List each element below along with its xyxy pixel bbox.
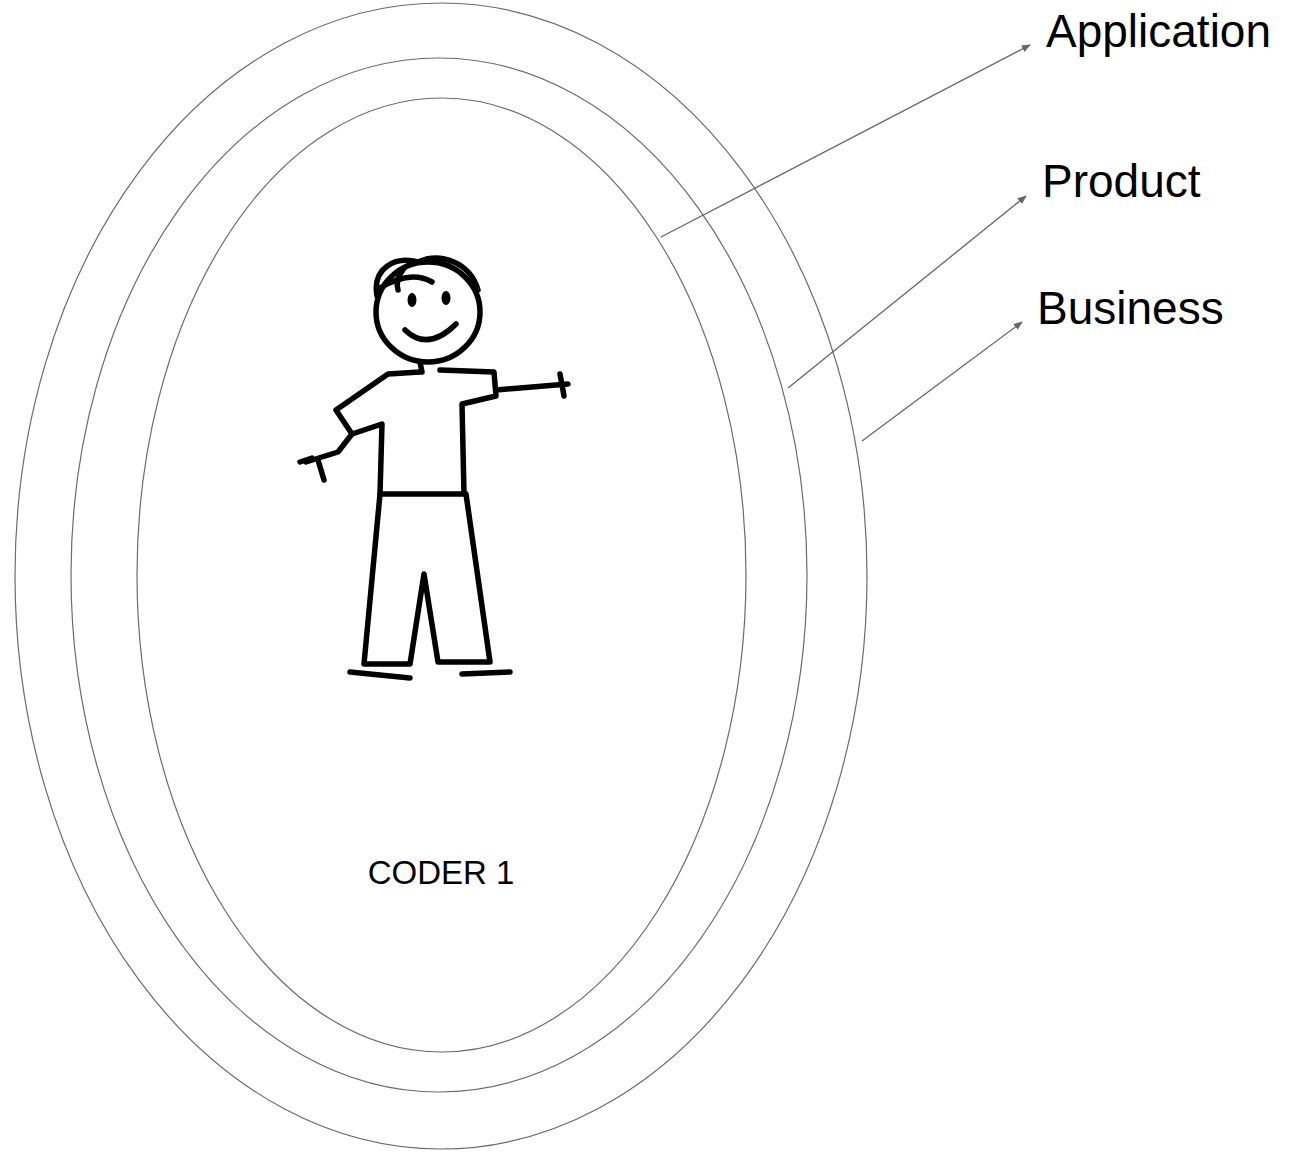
ring-ellipse — [137, 98, 746, 1052]
leader-line — [661, 45, 1030, 237]
ring-outline — [14, 2, 868, 1150]
leader-line — [862, 322, 1022, 441]
figure-caption: CODER 1 — [368, 854, 515, 892]
ring-label: Application — [1046, 5, 1271, 58]
ring-outline — [70, 57, 808, 1093]
ring-region: ApplicationCODER 1 — [136, 97, 747, 1053]
ring-label: Product — [1042, 155, 1201, 208]
ring-outline — [136, 97, 747, 1053]
ring-region: ApplicationCODER 1ProductBusiness — [14, 2, 868, 1150]
ring-region: ApplicationCODER 1Product — [70, 57, 808, 1093]
ring-ellipse — [71, 58, 807, 1092]
ring-label: Business — [1037, 282, 1224, 335]
ring-ellipse — [15, 3, 867, 1149]
leader-line — [788, 196, 1026, 388]
